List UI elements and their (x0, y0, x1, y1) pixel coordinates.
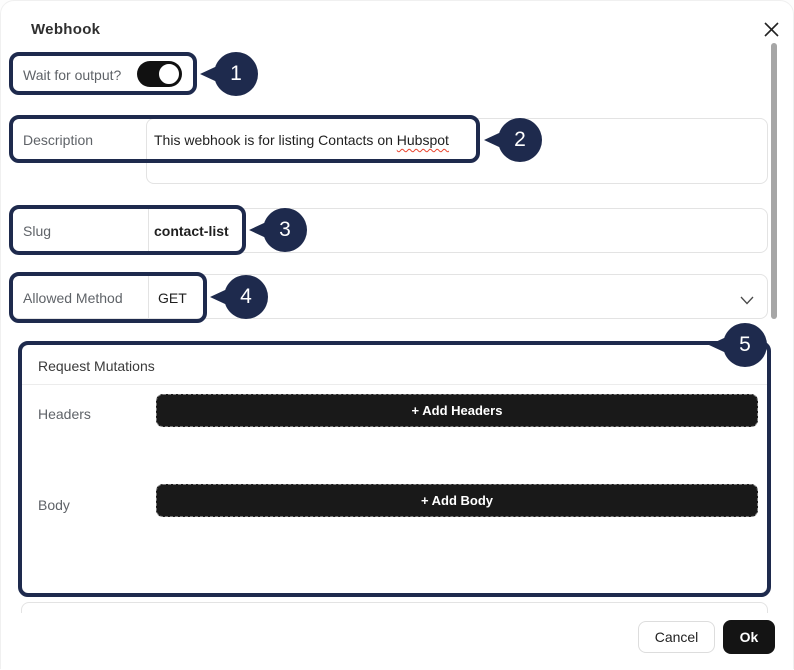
allowed-method-value[interactable]: GET (158, 290, 187, 306)
description-value-prefix: This webhook is for listing Contacts on (154, 132, 397, 148)
vertical-scrollbar-thumb[interactable] (771, 43, 777, 319)
close-x-glyph (763, 21, 779, 37)
toggle-knob-icon (157, 62, 181, 86)
add-body-button[interactable]: + Add Body (156, 484, 758, 517)
close-icon[interactable] (757, 15, 785, 43)
wait-for-output-toggle[interactable] (137, 61, 182, 87)
slug-label: Slug (23, 223, 52, 239)
panel-divider (22, 384, 767, 385)
label-value-divider (148, 275, 149, 318)
description-misspelled-word: Hubspot (396, 132, 449, 148)
slug-value[interactable]: contact-list (154, 223, 229, 239)
next-section-partial (21, 602, 768, 616)
chevron-down-icon[interactable] (740, 292, 754, 310)
cancel-button[interactable]: Cancel (638, 621, 715, 653)
description-label: Description (23, 132, 94, 148)
dialog-title: Webhook (31, 21, 101, 38)
ok-button[interactable]: Ok (723, 620, 775, 654)
allowed-method-select-row[interactable] (11, 274, 768, 319)
headers-label: Headers (38, 406, 91, 422)
wait-for-output-label: Wait for output? (23, 67, 122, 83)
allowed-method-label: Allowed Method (23, 290, 123, 306)
request-mutations-panel: Request Mutations Headers + Add Headers … (21, 344, 768, 594)
annotation-badge-1: 1 (200, 52, 258, 96)
slug-input-row[interactable] (11, 208, 768, 253)
annotation-number: 1 (214, 52, 258, 96)
request-mutations-title: Request Mutations (38, 358, 155, 374)
add-headers-button[interactable]: + Add Headers (156, 394, 758, 427)
annotation-pointer-icon (200, 61, 228, 87)
body-label: Body (38, 497, 70, 513)
description-input[interactable] (146, 118, 768, 184)
description-value: This webhook is for listing Contacts on … (154, 132, 449, 148)
label-value-divider (148, 209, 149, 252)
